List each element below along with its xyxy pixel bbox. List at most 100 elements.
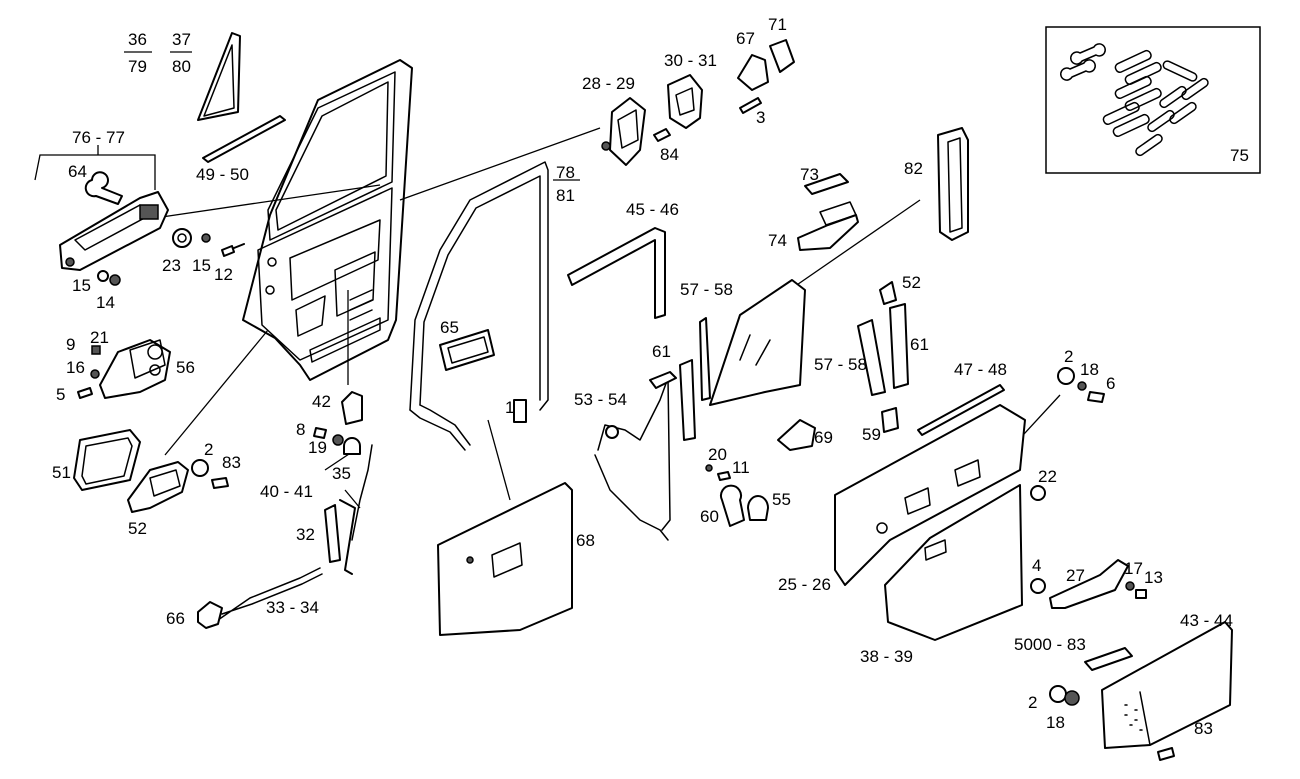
label-l70: 2 bbox=[1028, 693, 1037, 712]
part-1 bbox=[513, 399, 527, 423]
label-l16: 56 bbox=[176, 358, 195, 377]
screw-13 bbox=[1135, 589, 1147, 599]
door-lock-assembly bbox=[77, 339, 171, 399]
plate-71 bbox=[769, 39, 795, 73]
lever-32 bbox=[324, 499, 356, 575]
label-l27: 32 bbox=[296, 525, 315, 544]
trim-panel-38-39 bbox=[884, 484, 1023, 641]
cap-2-bottom bbox=[1049, 685, 1067, 703]
label-l54: 57 - 58 bbox=[814, 355, 867, 374]
label-l19: 2 bbox=[204, 440, 213, 459]
clip-60 bbox=[720, 484, 745, 527]
label-l46: 11 bbox=[732, 458, 750, 477]
label-l6: 64 bbox=[68, 162, 87, 181]
cap-55 bbox=[747, 495, 769, 521]
clip-66 bbox=[197, 601, 223, 629]
cover-43-44 bbox=[1101, 621, 1233, 749]
cap-2-right bbox=[1057, 367, 1075, 385]
outer-handle-assembly bbox=[59, 171, 169, 271]
label-l23: 8 bbox=[296, 420, 305, 439]
label-l33: 71 bbox=[768, 15, 787, 34]
label-l32: 67 bbox=[736, 29, 755, 48]
label-l44: 53 - 54 bbox=[574, 390, 627, 409]
part-5000-83 bbox=[1084, 647, 1133, 671]
nut-14 bbox=[109, 274, 121, 286]
label-l7: 49 - 50 bbox=[196, 165, 249, 184]
part-73 bbox=[804, 173, 849, 195]
rail-61-right bbox=[889, 303, 909, 389]
label-l53: 52 bbox=[902, 273, 921, 292]
window-regulator bbox=[594, 371, 677, 541]
label-l40: 1 bbox=[505, 398, 514, 417]
trim-panel-25-26 bbox=[834, 404, 1026, 586]
label-l11: 15 bbox=[72, 276, 91, 295]
label-l39: 65 bbox=[440, 318, 459, 337]
label-l35: 84 bbox=[660, 145, 679, 164]
trim-panel-68 bbox=[437, 482, 573, 636]
washer-17 bbox=[1125, 581, 1135, 591]
strip-49-50 bbox=[202, 115, 286, 163]
label-l73: 75 bbox=[1230, 146, 1249, 165]
part-labels: 36 37 79 80 76 - 77 64 49 - 50 23 15 12 … bbox=[52, 15, 1249, 738]
part-59 bbox=[881, 407, 899, 433]
label-l63: 4 bbox=[1032, 556, 1041, 575]
plate-67 bbox=[737, 54, 769, 91]
cap-2 bbox=[191, 459, 209, 477]
label-l5: 76 - 77 bbox=[72, 128, 125, 147]
label-l22: 42 bbox=[312, 392, 331, 411]
hinge-30-31 bbox=[667, 74, 703, 129]
label-l20: 83 bbox=[222, 453, 241, 472]
quarter-glass bbox=[197, 32, 241, 121]
nut-19 bbox=[332, 434, 344, 446]
label-l67: 38 - 39 bbox=[860, 647, 913, 666]
label-l55: 61 bbox=[910, 335, 929, 354]
cap-4 bbox=[1030, 578, 1046, 594]
label-l34: 3 bbox=[756, 108, 765, 127]
rail-61 bbox=[679, 359, 696, 441]
label-l42: 57 - 58 bbox=[680, 280, 733, 299]
washer-15 bbox=[97, 270, 109, 282]
label-l12: 14 bbox=[96, 293, 115, 312]
label-l3: 79 bbox=[128, 57, 147, 76]
bracket-74 bbox=[797, 201, 859, 251]
label-l31: 30 - 31 bbox=[664, 51, 717, 70]
label-l26: 40 - 41 bbox=[260, 482, 313, 501]
label-l65: 17 bbox=[1124, 559, 1143, 578]
part-52-right bbox=[879, 281, 897, 305]
label-l38: 45 - 46 bbox=[626, 200, 679, 219]
label-l66: 13 bbox=[1144, 568, 1163, 587]
label-l69: 43 - 44 bbox=[1180, 611, 1233, 630]
label-l28: 66 bbox=[166, 609, 185, 628]
cap-22 bbox=[1030, 485, 1046, 501]
rail-57-58-right bbox=[857, 319, 886, 396]
label-l14: 21 bbox=[90, 328, 109, 347]
window-run-channel bbox=[409, 161, 549, 451]
label-l10: 12 bbox=[214, 265, 233, 284]
label-l64: 27 bbox=[1066, 566, 1085, 585]
washer-23 bbox=[172, 228, 192, 248]
label-l56: 59 bbox=[862, 425, 881, 444]
label-l30: 28 - 29 bbox=[582, 74, 635, 93]
door-frame bbox=[242, 59, 413, 381]
inner-handle-bezel bbox=[73, 429, 141, 491]
label-l17: 5 bbox=[56, 385, 65, 404]
label-l51: 74 bbox=[768, 231, 787, 250]
screw-6 bbox=[1087, 391, 1105, 403]
channel-45-46 bbox=[567, 227, 666, 319]
screw-8 bbox=[313, 427, 327, 439]
label-l61: 22 bbox=[1038, 467, 1057, 486]
label-l1: 36 bbox=[128, 30, 147, 49]
label-l50: 73 bbox=[800, 165, 819, 184]
door-glass-57-58 bbox=[699, 279, 806, 406]
label-l37: 81 bbox=[556, 186, 575, 205]
inset-kit-75 bbox=[1045, 26, 1261, 174]
label-l68: 5000 - 83 bbox=[1014, 635, 1086, 654]
grab-handle-27 bbox=[1049, 559, 1129, 609]
label-l45: 20 bbox=[708, 445, 727, 464]
screw-84 bbox=[653, 128, 671, 142]
inner-handle bbox=[127, 461, 189, 513]
screw-83-bottom bbox=[1157, 747, 1175, 761]
label-l18: 51 bbox=[52, 463, 71, 482]
label-l13: 9 bbox=[66, 335, 75, 354]
label-l41: 68 bbox=[576, 531, 595, 550]
